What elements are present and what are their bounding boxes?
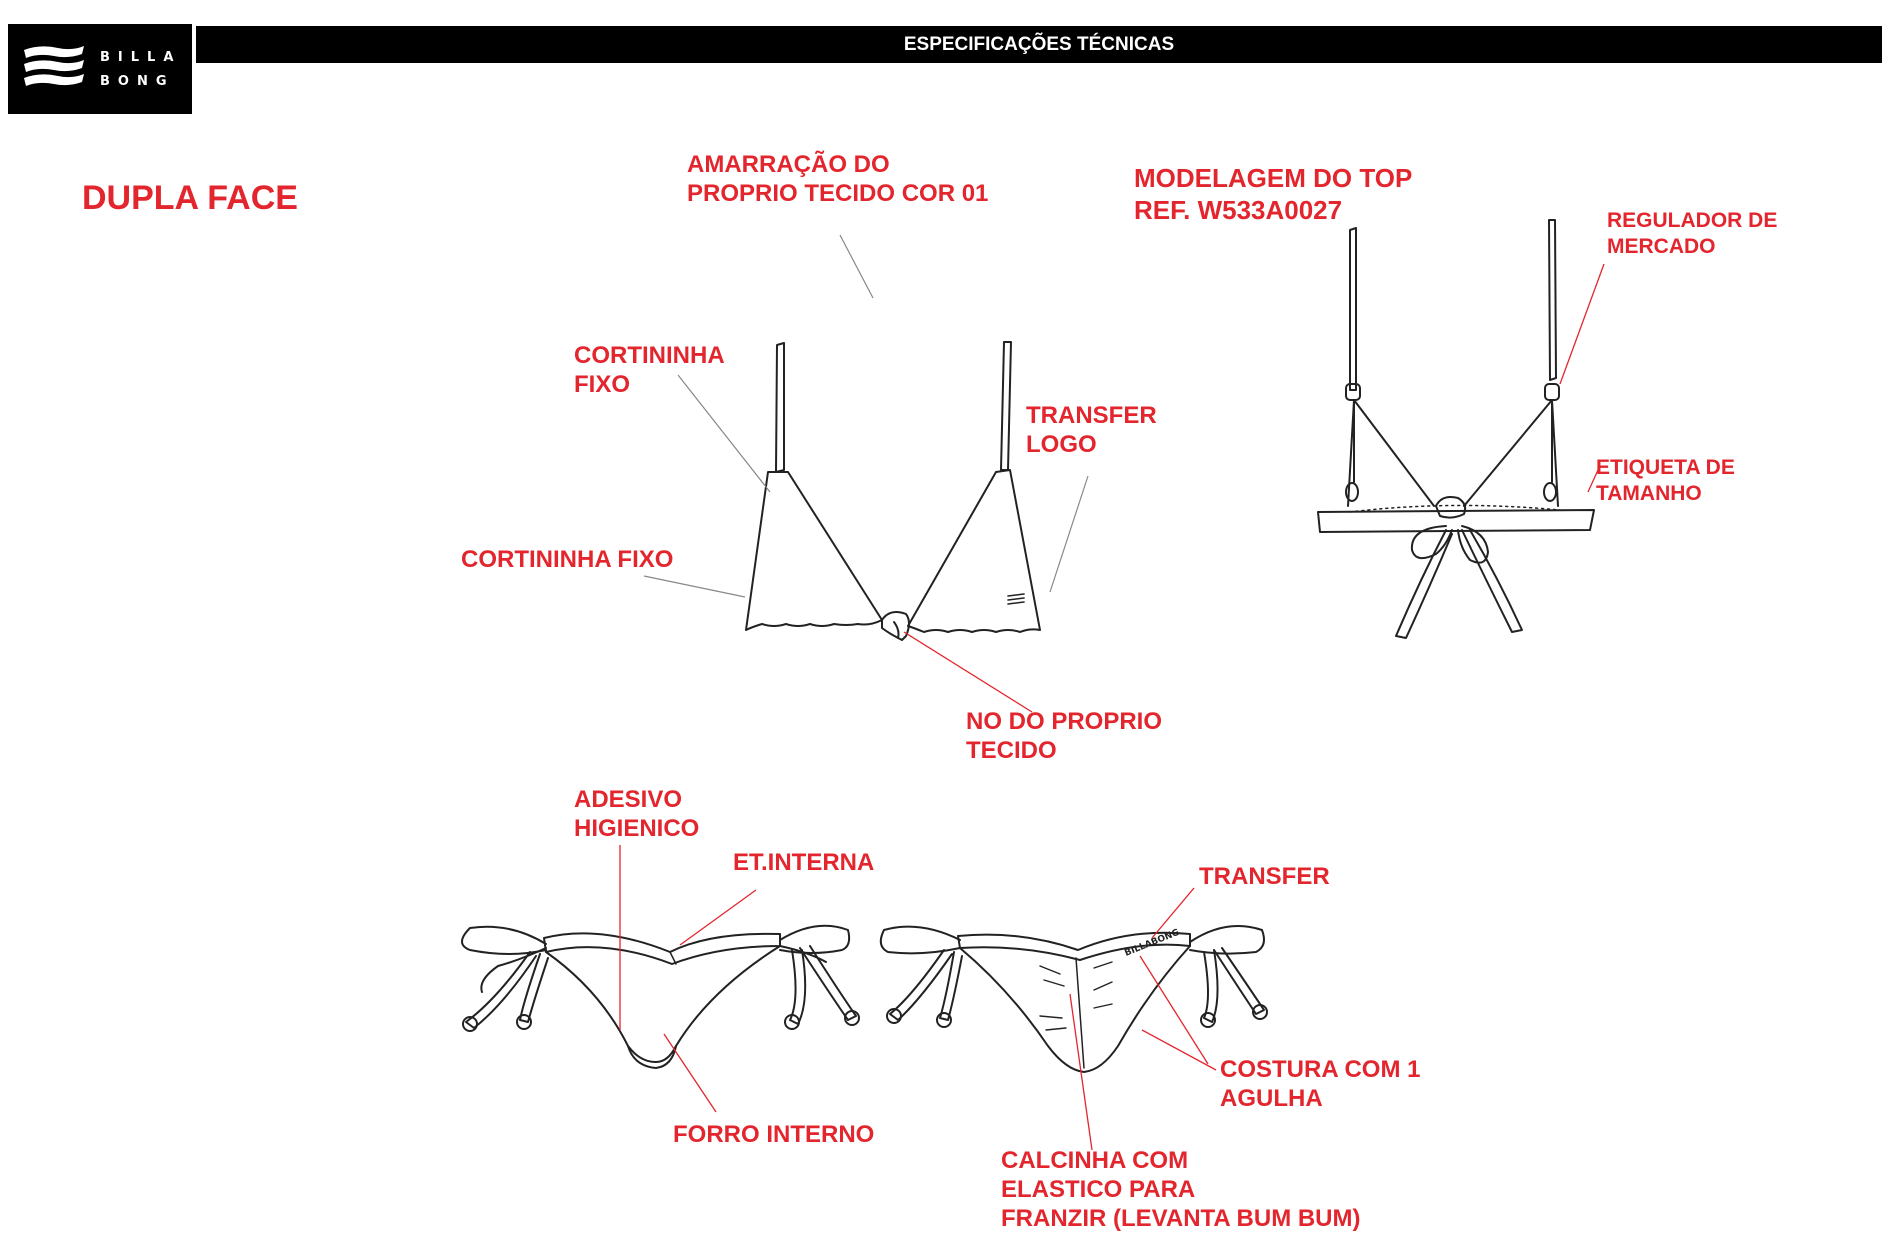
ruching-lines <box>1039 961 1113 1031</box>
note-modelagem: MODELAGEM DO TOP REF. W533A0027 <box>1134 163 1413 225</box>
red-leader-lines <box>619 263 1605 1151</box>
left-tie-a <box>465 951 537 1029</box>
right-strap <box>1000 341 1012 471</box>
back-right-bow <box>1189 925 1265 955</box>
back-right-strap <box>1548 219 1557 381</box>
left-tie-b <box>519 953 549 1023</box>
right-tie-end <box>1461 529 1523 633</box>
right-cup <box>907 469 1041 633</box>
bottom-back-view <box>879 925 1268 1073</box>
top-back-view <box>1317 219 1595 639</box>
right-tie-a <box>789 949 807 1025</box>
leader-lines <box>643 234 1089 598</box>
note-amarracao: AMARRAÇÃO DO PROPRIO TECIDO COR 01 <box>687 151 989 207</box>
header-bar: ESPECIFICAÇÕES TÉCNICAS <box>196 26 1882 63</box>
bottom-front-view <box>461 924 860 1069</box>
back-left-tie-b <box>939 951 963 1021</box>
right-side-bow <box>779 924 851 954</box>
page-title: ESPECIFICAÇÕES TÉCNICAS <box>903 34 1175 55</box>
front-crotch <box>627 1045 677 1069</box>
front-waistband <box>543 932 781 965</box>
right-bow-loop <box>1457 525 1489 564</box>
logo-transfer-icon <box>1007 593 1025 605</box>
left-slider <box>1345 383 1361 401</box>
logo-text-line1: BILLA <box>100 50 182 65</box>
back-knot <box>1435 496 1467 519</box>
note-adesivo: ADESIVO HIGIENICO <box>574 786 700 842</box>
note-etiqueta: ETIQUETA DE TAMANHO <box>1596 456 1735 505</box>
left-cup <box>745 471 883 631</box>
logo-text-line2: BONG <box>100 74 175 89</box>
right-ring <box>1543 482 1557 502</box>
top-front-view <box>745 341 1041 641</box>
billabong-logo: BILLA BONG <box>8 24 192 114</box>
back-right-tie-a <box>1203 949 1219 1023</box>
note-forro: FORRO INTERNO <box>673 1121 875 1148</box>
left-ring <box>1345 482 1359 502</box>
left-strap <box>775 342 785 473</box>
dupla-face-title: DUPLA FACE <box>82 179 298 217</box>
billabong-logo-icon <box>24 46 84 86</box>
note-cortininha-fixo-2: CORTININHA FIXO <box>461 546 674 573</box>
back-body <box>959 945 1191 1073</box>
back-left-strap <box>1349 227 1357 391</box>
note-no-proprio: NO DO PROPRIO TECIDO <box>966 708 1163 764</box>
underband <box>1317 509 1595 533</box>
note-calcinha: CALCINHA COM ELASTICO PARA FRANZIR (LEVA… <box>1001 1147 1361 1232</box>
back-left-bow <box>879 925 961 955</box>
note-transfer: TRANSFER <box>1199 863 1330 890</box>
note-et-interna: ET.INTERNA <box>733 849 875 876</box>
knot <box>881 611 910 641</box>
note-costura: COSTURA COM 1 AGULHA <box>1220 1056 1421 1112</box>
note-transfer-logo: TRANSFER LOGO <box>1026 402 1157 458</box>
right-slider <box>1544 383 1560 401</box>
back-left-tie-a <box>889 949 953 1021</box>
note-regulador: REGULADOR DE MERCADO <box>1607 209 1778 258</box>
right-tie-b <box>799 945 857 1021</box>
note-cortininha-fixo-1: CORTININHA FIXO <box>574 342 725 398</box>
left-side-bow <box>461 925 547 955</box>
back-right-tie-b <box>1213 947 1265 1015</box>
front-body <box>545 945 781 1063</box>
left-tie-end <box>1395 529 1453 639</box>
left-bow-loop <box>1410 525 1453 560</box>
